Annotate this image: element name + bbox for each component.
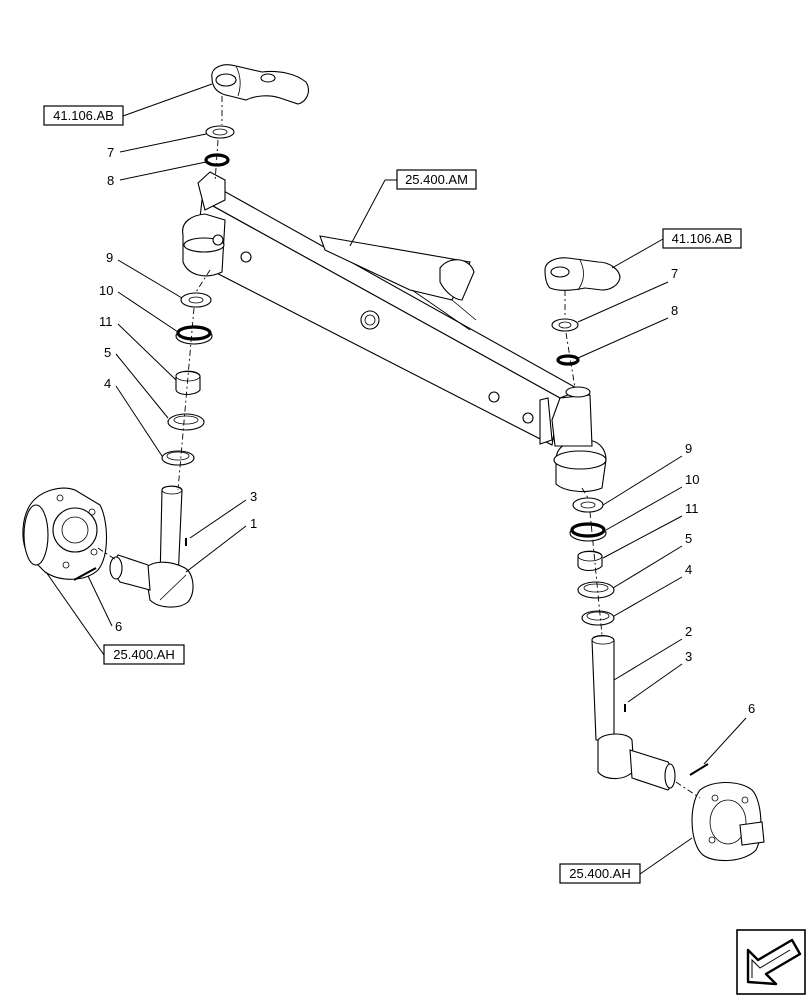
callout-6-right: 6 [748,701,755,716]
svg-text:41.106.AB: 41.106.AB [53,108,114,123]
ref-pivot-right[interactable]: 41.106.AB [662,228,742,249]
svg-text:25.400.AM: 25.400.AM [405,172,468,187]
callout-3-right: 3 [685,649,692,664]
callout-9-right: 9 [685,441,692,456]
right-wheel-hub [691,781,765,862]
callout-4-left: 4 [104,376,111,391]
assembly-centerlines [97,96,701,799]
callout-5-right: 5 [685,531,692,546]
ref-hub-left[interactable]: 25.400.AH [103,644,185,665]
callout-2-right: 2 [685,624,692,639]
left-split-pin [73,538,187,581]
callout-8-right: 8 [671,303,678,318]
callout-10-right: 10 [685,472,699,487]
ref-pivot-left[interactable]: 41.106.AB [43,105,124,126]
left-wheel-hub [22,487,107,580]
front-axle-beam [182,171,607,493]
arrow-down-left-icon[interactable] [736,929,806,995]
ref-hub-right[interactable]: 25.400.AH [559,863,641,884]
right-split-pin [624,704,709,776]
right-steering-arm [544,257,621,291]
svg-text:25.400.AH: 25.400.AH [113,647,174,662]
callout-8-left: 8 [107,173,114,188]
svg-text:25.400.AH: 25.400.AH [569,866,630,881]
callout-11-left: 11 [99,314,113,329]
left-steering-knuckle [109,485,194,608]
callout-9-left: 9 [106,250,113,265]
callout-11-right: 11 [685,501,699,516]
svg-text:41.106.AB: 41.106.AB [672,231,733,246]
left-seal-stack [161,125,235,466]
ref-axle[interactable]: 25.400.AM [396,169,477,190]
right-steering-knuckle [591,634,676,791]
left-steering-arm [211,64,309,105]
callout-5-left: 5 [104,345,111,360]
callout-4-right: 4 [685,562,692,577]
callout-3-left: 3 [250,489,257,504]
right-seal-stack [551,318,615,626]
callouts-right: 7 8 9 10 11 5 4 2 3 6 [577,266,755,765]
callout-10-left: 10 [99,283,113,298]
callout-7-right: 7 [671,266,678,281]
callout-7-left: 7 [107,145,114,160]
callouts-left: 7 8 9 10 11 5 4 3 1 6 [87,133,257,634]
callout-1-left: 1 [250,516,257,531]
callout-6-left: 6 [115,619,122,634]
